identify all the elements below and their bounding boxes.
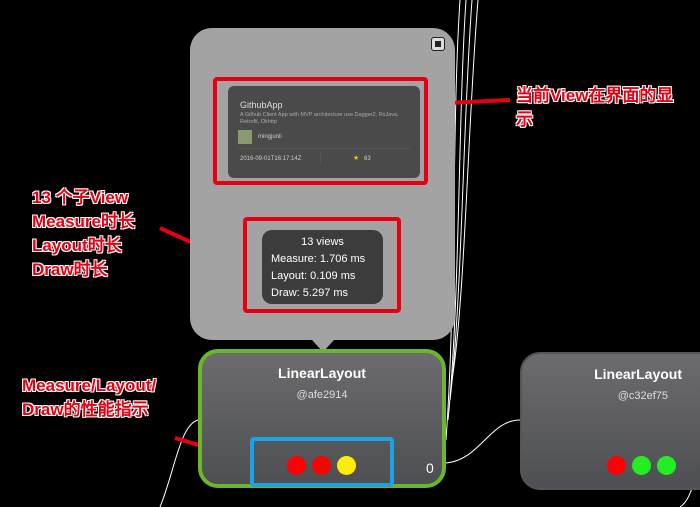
avatar [238, 130, 252, 144]
node-id: @afe2914 [296, 389, 348, 401]
annotation-perf: Measure/Layout/ Draw的性能指示 [22, 374, 156, 422]
highlight-stats [243, 217, 401, 313]
card-date: 2016-09-01T16:17:14Z [240, 156, 302, 162]
annotation-child-stats: 13 个子View Measure时长 Layout时长 Draw时长 [32, 186, 135, 282]
divider [238, 148, 410, 149]
annotation-line: 13 个子View [32, 188, 129, 207]
star-icon: ★ [353, 155, 360, 162]
annotation-line: Layout时长 [32, 236, 122, 255]
divider [320, 152, 321, 164]
draw-indicator [657, 456, 676, 475]
measure-indicator [607, 456, 626, 475]
node-name: LinearLayout [278, 365, 366, 381]
annotation-line: Draw时长 [32, 260, 108, 279]
node-index: 0 [426, 460, 434, 476]
annotation-line: Measure时长 [32, 212, 135, 231]
measure-indicator [287, 456, 306, 475]
node-name: LinearLayout [594, 366, 682, 382]
card-title: GithubApp [240, 100, 283, 110]
card-stars: 63 [364, 156, 371, 162]
expand-icon[interactable] [431, 37, 445, 51]
layout-indicator [632, 456, 651, 475]
annotation-line: Measure/Layout/ [22, 376, 157, 395]
node-id: @c32ef75 [617, 390, 668, 402]
annotation-line: Draw的性能指示 [22, 400, 149, 419]
card-username: mingjunli [258, 134, 282, 140]
layout-time: Layout: 0.109 ms [271, 270, 356, 282]
view-preview-card: GithubApp A Github Client App with MVP a… [228, 86, 420, 178]
measure-time: Measure: 1.706 ms [271, 253, 366, 265]
layout-indicator [312, 456, 331, 475]
timing-stats: 13 views Measure: 1.706 ms Layout: 0.109… [262, 230, 383, 304]
annotation-line: 当前View在界面的显 [516, 86, 674, 105]
highlight-perf-indicators [250, 437, 394, 487]
annotation-view-display: 当前View在界面的显 示 [516, 84, 673, 132]
draw-indicator [337, 456, 356, 475]
draw-time: Draw: 5.297 ms [271, 287, 349, 299]
annotation-line: 示 [516, 110, 533, 129]
card-description: A Github Client App with MVP architectur… [240, 112, 399, 125]
highlight-view-display [213, 77, 428, 185]
views-count: 13 views [301, 236, 344, 248]
